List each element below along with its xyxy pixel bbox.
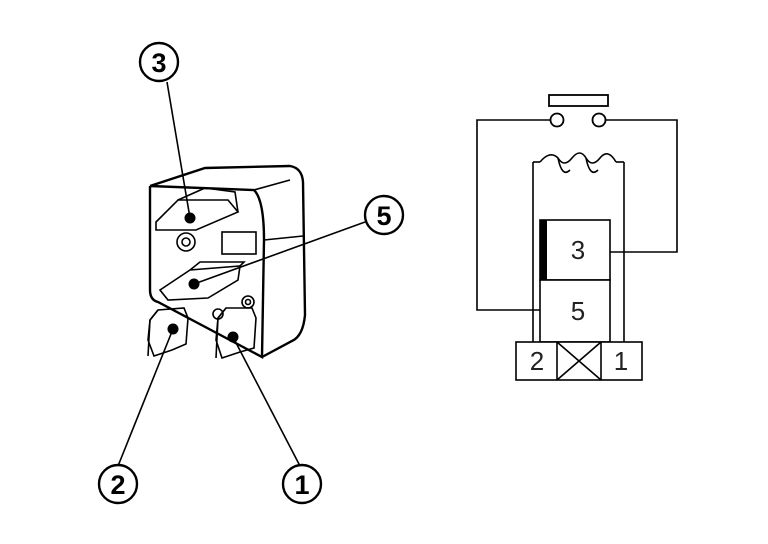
coil-icon	[539, 152, 617, 164]
connector-cross-b	[556, 341, 602, 381]
callout-1: 1	[281, 463, 323, 505]
contact-wire-right	[606, 119, 678, 253]
terminal-5-label: 5	[571, 296, 585, 326]
switch-bar	[548, 94, 609, 107]
relay-illustration	[147, 164, 307, 360]
terminal-3-rivet	[176, 232, 196, 252]
terminal-2-label: 2	[530, 346, 544, 376]
callout-1-label: 1	[294, 470, 309, 500]
contact-wire-left	[476, 119, 550, 311]
callout-5: 5	[363, 194, 405, 236]
relay-schematic: 3 5 2 1	[476, 94, 678, 381]
callout-3: 3	[138, 41, 180, 83]
leader-5	[193, 221, 366, 285]
contact-right	[591, 112, 607, 128]
callout-5-label: 5	[376, 201, 391, 231]
terminal-2-blade	[147, 307, 189, 358]
terminal-3-box	[539, 219, 611, 281]
relay-housing-top	[149, 164, 307, 359]
leader-lines	[117, 81, 366, 467]
contact-left	[549, 112, 565, 128]
callout-2-label: 2	[110, 470, 125, 500]
leader-2	[117, 328, 174, 467]
relay-housing-front	[148, 184, 266, 359]
terminal-1-label: 1	[614, 346, 628, 376]
terminal-3-label: 3	[571, 235, 585, 265]
callout-3-label: 3	[151, 48, 166, 78]
leader-3	[166, 81, 191, 219]
terminal-1-blade	[215, 307, 257, 360]
terminal-3-blade	[155, 199, 240, 231]
leader-1	[232, 336, 301, 467]
terminal-3-marker	[540, 220, 547, 280]
terminal-5-box	[539, 279, 611, 343]
callout-2: 2	[97, 463, 139, 505]
relay-housing-edge	[263, 235, 304, 241]
